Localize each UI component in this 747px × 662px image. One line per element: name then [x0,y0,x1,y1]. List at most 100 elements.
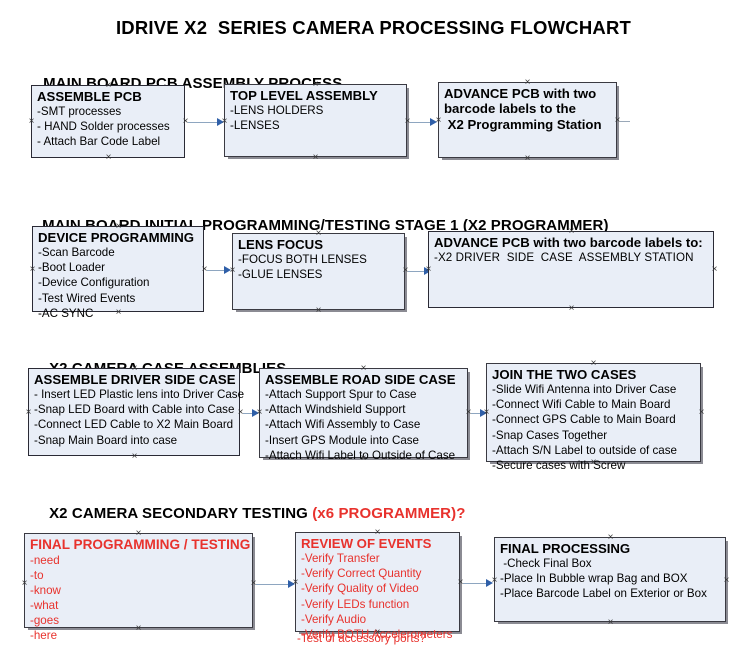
node-line: -Insert GPS Module into Case [265,433,420,447]
connection-handle-left[interactable] [291,578,300,587]
node-line: -Snap LED Board with Cable into Case [34,403,235,417]
connection-handle-bottom[interactable] [311,153,320,162]
node-title-line2: barcode labels to the [444,101,576,117]
connection-handle-top[interactable] [523,78,532,87]
connection-handle-bottom[interactable] [589,458,598,467]
node-line: -Attach Support Spur to Case [265,388,417,402]
connection-handle-right[interactable] [722,576,731,585]
connector-line [207,270,226,271]
node-title: ADVANCE PCB with two [444,86,597,101]
connection-handle-bottom[interactable] [567,304,576,313]
connection-handle-left[interactable] [482,408,491,417]
node-line: -Place Barcode Label on Exterior or Box [500,587,707,601]
connection-handle-bottom[interactable] [130,452,139,461]
connection-handle-left[interactable] [434,116,443,125]
node-line: -Connect GPS Cable to Main Board [492,413,676,427]
node-review-of-events[interactable]: REVIEW OF EVENTS -Verify Transfer -Verif… [295,532,460,641]
node-line: -what [30,598,59,612]
connector-stub [620,121,630,122]
connection-handle-bottom[interactable] [104,153,113,162]
connection-handle-bottom[interactable] [134,624,143,633]
node-line: -know [30,583,61,597]
node-line: -Attach S/N Label to outside of case [492,443,677,457]
connection-handle-top[interactable] [114,222,123,231]
connector-line [410,122,432,123]
node-title: JOIN THE TWO CASES [492,367,637,382]
node-line: -Boot Loader [38,261,106,275]
connection-handle-top[interactable] [130,364,139,373]
connection-handle-bottom[interactable] [373,628,382,637]
node-overflow-line: -Test of accessory ports? [297,632,426,645]
connector-line [408,271,427,272]
connector-line [463,583,487,584]
connection-handle-left[interactable] [20,579,29,588]
node-line: -LENSES [230,119,280,133]
connection-handle-top[interactable] [314,229,323,238]
connection-handle-bottom[interactable] [314,306,323,315]
node-line: -Snap Main Board into case [34,433,178,447]
node-line: -Connect LED Cable to X2 Main Board [34,418,234,432]
node-line: -Verify Correct Quantity [301,567,422,581]
node-advance-pcb-1[interactable]: ADVANCE PCB with two barcode labels to t… [438,82,617,158]
connection-handle-bottom[interactable] [523,154,532,163]
node-line: -Check Final Box [500,557,592,571]
connection-handle-top[interactable] [589,359,598,368]
connection-handle-left[interactable] [228,266,237,275]
node-title-line3: X2 Programming Station [444,116,602,132]
section-heading-4-text: X2 CAMERA SECONDARY TESTING [49,505,313,522]
connection-handle-top[interactable] [104,81,113,90]
node-final-programming-testing[interactable]: FINAL PROGRAMMING / TESTING -need -to -k… [24,533,253,642]
node-join-the-two-cases[interactable]: JOIN THE TWO CASES -Slide Wifi Antenna i… [486,363,701,472]
node-line: -Attach Windshield Support [265,403,406,417]
connection-handle-bottom[interactable] [359,454,368,463]
connection-handle-left[interactable] [24,408,33,417]
connection-handle-left[interactable] [27,117,36,126]
connector-line [471,413,483,414]
node-title: TOP LEVEL ASSEMBLY [230,88,378,103]
connector-line [243,413,255,414]
connection-handle-top[interactable] [134,529,143,538]
node-line: -Test Wired Events [38,291,136,305]
connection-handle-right[interactable] [697,408,706,417]
node-line: -Place In Bubble wrap Bag and BOX [500,572,688,586]
node-line: -to [30,568,44,582]
connection-handle-left[interactable] [424,265,433,274]
node-title: DEVICE PROGRAMMING [38,230,195,245]
connection-handle-top[interactable] [311,80,320,89]
node-lens-focus[interactable]: LENS FOCUS -FOCUS BOTH LENSES -GLUE LENS… [232,233,405,310]
node-device-programming[interactable]: DEVICE PROGRAMMING -Scan Barcode -Boot L… [32,226,204,320]
connection-handle-bottom[interactable] [114,308,123,317]
node-line: -Scan Barcode [38,246,115,260]
connection-handle-left[interactable] [220,117,229,126]
connector-line [256,584,289,585]
connection-handle-left[interactable] [28,265,37,274]
connection-handle-top[interactable] [373,528,382,537]
node-line: -Verify Audio [301,612,367,626]
node-line: - HAND Solder processes [37,120,170,134]
connection-handle-top[interactable] [359,364,368,373]
node-advance-pcb-2[interactable]: ADVANCE PCB with two barcode labels to: … [428,231,714,308]
node-title: ASSEMBLE PCB [37,89,142,104]
connection-handle-bottom[interactable] [606,618,615,627]
node-top-level-assembly[interactable]: TOP LEVEL ASSEMBLY -LENS HOLDERS -LENSES [224,84,407,157]
node-line: -Verify LEDs function [301,597,410,611]
node-line: -Device Configuration [38,276,150,290]
node-line: -Connect Wifi Cable to Main Board [492,398,671,412]
node-line: -Attach Wifi Label to Outside of Case [265,448,456,462]
connection-handle-left[interactable] [255,408,264,417]
node-assemble-pcb[interactable]: ASSEMBLE PCB -SMT processes - HAND Solde… [31,85,185,158]
node-final-processing[interactable]: FINAL PROCESSING -Check Final Box -Place… [494,537,726,622]
node-line: -here [30,629,58,643]
connection-handle-left[interactable] [490,576,499,585]
section-heading-4: X2 CAMERA SECONDARY TESTING (x6 PROGRAMM… [32,488,465,539]
node-title: ASSEMBLE DRIVER SIDE CASE [34,372,236,387]
node-line: - Attach Bar Code Label [37,135,161,149]
node-assemble-driver-side-case[interactable]: ASSEMBLE DRIVER SIDE CASE - Insert LED P… [28,368,244,456]
connection-handle-right[interactable] [710,265,719,274]
node-line: -goes [30,614,60,628]
node-line: -FOCUS BOTH LENSES [238,253,367,267]
connection-handle-top[interactable] [567,227,576,236]
node-title: ADVANCE PCB with two barcode labels to: [434,235,703,250]
node-assemble-road-side-case[interactable]: ASSEMBLE ROAD SIDE CASE -Attach Support … [259,368,468,462]
connection-handle-top[interactable] [606,533,615,542]
